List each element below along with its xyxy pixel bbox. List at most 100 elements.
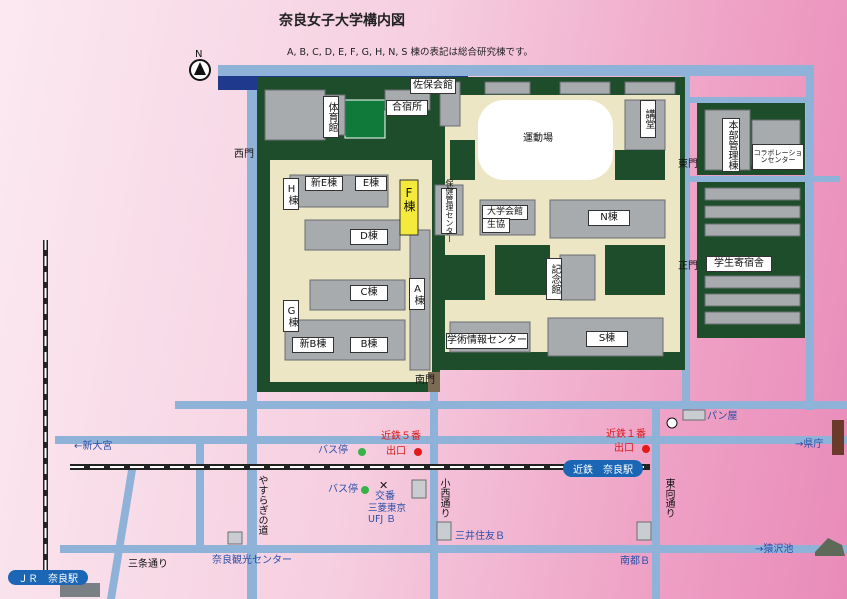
label-b: B棟 — [350, 337, 388, 353]
road-konishi — [430, 370, 438, 599]
jr-train-icon — [60, 583, 100, 597]
kintetsu-nara-station: 近鉄 奈良駅 — [563, 460, 643, 477]
label-nanmon: 南門 — [415, 375, 435, 386]
label-hoken: 保健管理センター — [441, 179, 457, 243]
dorm-3 — [704, 223, 801, 237]
label-collab: コラボレーションセンター — [752, 144, 804, 170]
bldg-f — [399, 179, 419, 236]
label-c: C棟 — [350, 285, 388, 301]
road-east-m — [690, 176, 840, 182]
label-exit5: 出口 — [386, 446, 406, 457]
road-sanjo — [60, 545, 847, 553]
label-sahokaikan: 佐保会館 — [410, 78, 456, 94]
label-shin-omiya: ←新大宮 — [74, 441, 113, 452]
label-g: G棟 — [283, 300, 299, 332]
bldg-gym — [264, 89, 326, 141]
label-d: D棟 — [350, 229, 388, 245]
panya-icon — [682, 409, 706, 421]
exit5-marker-icon — [414, 448, 422, 456]
dorm-2 — [704, 205, 801, 219]
label-undojo: 運動場 — [523, 133, 553, 144]
label-koban: 交番 — [375, 491, 395, 502]
police-box-icon: ✕ — [379, 479, 388, 492]
dorm-6 — [704, 311, 801, 325]
green-1 — [450, 140, 475, 180]
bldg-n2 — [559, 81, 611, 95]
road-north — [218, 65, 810, 76]
label-shin-e: 新E棟 — [305, 176, 343, 191]
road-higashimuki — [652, 408, 660, 599]
label-yasuragi: やすらぎの道 — [256, 475, 267, 535]
green-3 — [445, 255, 485, 300]
road-west — [247, 70, 257, 599]
kencho-icon — [832, 420, 844, 455]
road-south — [175, 401, 847, 409]
green-2 — [615, 150, 665, 180]
bank-mitsui-icon — [436, 521, 452, 541]
label-n: N棟 — [588, 210, 630, 226]
post-icon — [666, 417, 678, 429]
sports-field — [478, 100, 613, 180]
label-bus1: バス停 — [318, 445, 348, 456]
bldg-n3 — [624, 81, 676, 95]
label-mitsui: 三井住友Ｂ — [455, 531, 505, 542]
road-diagonal — [107, 470, 136, 599]
label-gakujutsu: 学術情報センター — [446, 333, 528, 349]
label-gasshukujo: 合宿所 — [386, 100, 428, 116]
label-higashimuki: 東向通り — [663, 478, 674, 518]
sarusawa-icon — [815, 538, 845, 556]
bus-stop-2-icon — [361, 486, 369, 494]
label-h: H棟 — [283, 178, 299, 210]
label-kintetsu5: 近鉄５番 — [381, 431, 421, 442]
roads — [55, 65, 847, 599]
bus-stop-icon — [358, 448, 366, 456]
label-exit1: 出口 — [614, 443, 634, 454]
road-far-east — [806, 65, 814, 410]
map-title: 奈良女子大学構内図 — [279, 13, 405, 29]
tennis-court — [344, 99, 386, 139]
green-5 — [605, 245, 665, 295]
label-higashimon: 東門 — [678, 159, 698, 170]
label-gakuseiryo: 学生寄宿舎 — [706, 256, 772, 272]
label-a: A棟 — [409, 278, 425, 310]
label-shin-b: 新B棟 — [292, 337, 334, 353]
label-nishimon: 西門 — [234, 149, 254, 160]
label-f: F棟 — [402, 186, 416, 212]
label-taiikukan: 体育館 — [323, 96, 339, 138]
label-honbu: 本部管理棟 — [722, 118, 740, 172]
label-kinenkan: 記念館 — [546, 258, 562, 300]
road-east-n — [690, 97, 810, 103]
jr-nara-station: ＪＲ 奈良駅 — [8, 570, 88, 585]
road-upper — [55, 436, 847, 444]
label-sanjo: 三条通り — [128, 559, 168, 570]
label-s: S棟 — [586, 331, 628, 347]
road-small — [196, 440, 204, 550]
bldg-kinen — [559, 254, 596, 301]
north-label: N — [195, 49, 203, 60]
bank-ufj-icon — [411, 479, 427, 499]
label-seikyo: 生協 — [482, 218, 510, 233]
label-mufj: 三菱東京 UFJ Ｂ — [368, 503, 407, 525]
dorm-1 — [704, 187, 801, 201]
dorm-5 — [704, 293, 801, 307]
label-e: E棟 — [355, 176, 387, 191]
label-kintetsu1: 近鉄１番 — [606, 429, 646, 440]
north-arrow-icon — [194, 62, 206, 75]
green-patches — [445, 140, 665, 300]
green-4 — [495, 245, 550, 295]
kanko-icon — [227, 531, 243, 545]
label-sarusawa: →猿沢池 — [755, 544, 794, 555]
south-gate-post — [428, 372, 440, 392]
label-panya: パン屋 — [707, 411, 738, 422]
label-nanto: 南都Ｂ — [620, 556, 650, 567]
dorm-4 — [704, 275, 801, 289]
label-kodo: 講堂 — [640, 100, 656, 138]
exit1-marker-icon — [642, 445, 650, 453]
label-kanko: 奈良観光センター — [212, 555, 292, 566]
road-east — [682, 70, 690, 410]
label-seimon: 正門 — [678, 261, 698, 272]
bank-nanto-icon — [636, 521, 652, 541]
label-konishi: 小西通り — [438, 478, 449, 518]
map-note: A, B, C, D, E, F, G, H, N, S 棟の表記は総合研究棟で… — [287, 47, 533, 58]
